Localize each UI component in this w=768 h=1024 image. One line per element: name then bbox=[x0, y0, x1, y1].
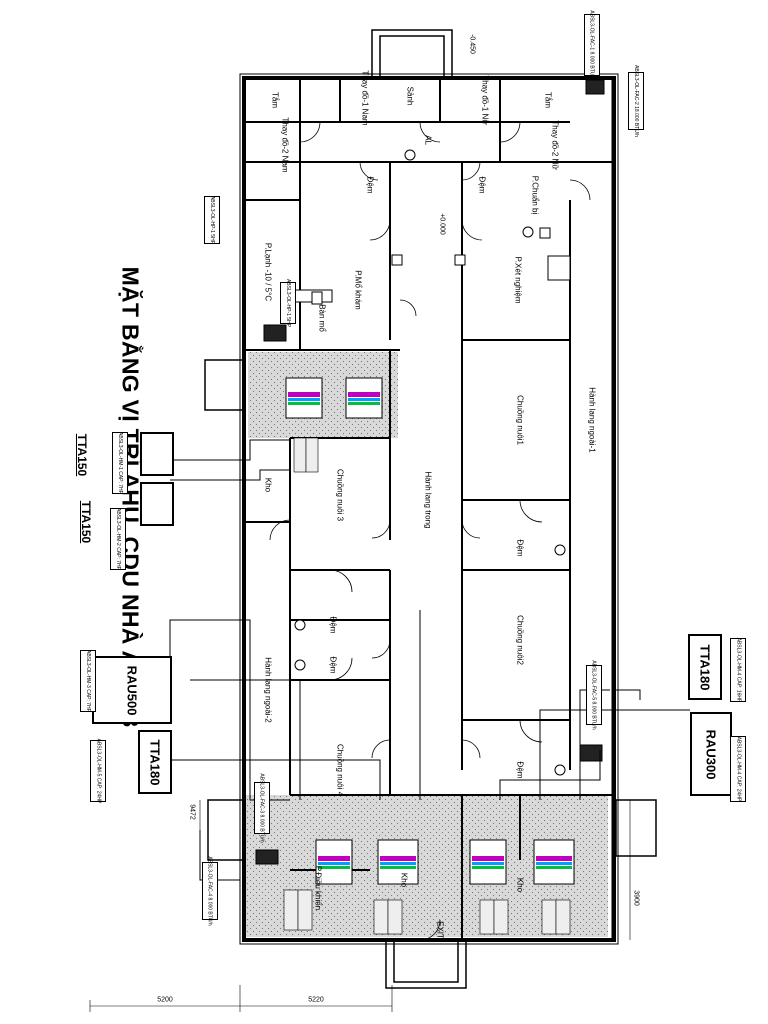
room-label-dem-4: Đệm bbox=[328, 616, 338, 634]
ahu-unit bbox=[377, 839, 419, 885]
equipment-tag: ABSL3-OL-HP-1 5HP bbox=[280, 279, 296, 327]
room-label-kho-3: Kho bbox=[515, 877, 525, 893]
fixtures bbox=[255, 79, 605, 865]
room-label-kho-2: Kho bbox=[399, 872, 409, 888]
tta180-left-label: TTA180 bbox=[147, 739, 163, 785]
room-label-chuong-nuoi-1: Chuồng nuôi1 bbox=[515, 395, 525, 445]
room-label-dem-6: Đệm bbox=[515, 761, 525, 779]
equipment-label-tta150-a: TTA150 bbox=[75, 433, 89, 477]
ahu-unit bbox=[533, 839, 575, 885]
equipment-tag: ABSL3-OL-FAC-1 8.000 BTU/h bbox=[584, 10, 600, 80]
dimension-label: 3900 bbox=[632, 890, 640, 906]
room-label-ban-mo: Bàn mổ bbox=[317, 304, 327, 332]
equipment-box-rau300: RAU300 bbox=[690, 712, 732, 796]
room-label-al: AL bbox=[423, 135, 433, 145]
rau300-label: RAU300 bbox=[703, 729, 719, 779]
room-label-thay-do-2-nu: Thay đồ-2 Nữ bbox=[550, 120, 560, 170]
room-label-tam-2: Tắm bbox=[543, 92, 553, 108]
room-label-thay-do-2-nam: Thay đồ-2 Nam bbox=[280, 117, 290, 173]
equipment-tag: ABSL3-OL-FAC-4 8.000 BTU/h bbox=[202, 856, 218, 926]
room-label-exit: EXIT bbox=[435, 921, 445, 939]
room-label-hanh-lang-ngoai-2: Hành lang ngoài-2 bbox=[263, 657, 273, 723]
ahu-unit bbox=[469, 839, 507, 885]
equipment-box-tta150-a bbox=[140, 432, 174, 476]
equipment-tag: ABSL3-OL-HM-2 CAP: 7HP bbox=[110, 508, 126, 570]
room-label-hanh-lang-ngoai-1: Hành lang ngoài-1 bbox=[587, 387, 597, 453]
level-marker: -0.450 bbox=[468, 34, 476, 54]
equipment-box-rau500: RAU500 bbox=[92, 656, 172, 724]
room-label-thay-do-1-nam: Thay đồ-1 Nam bbox=[360, 70, 370, 126]
equipment-tag: ABSL3-OL-HM-5 CAP: 24HP bbox=[90, 739, 106, 803]
room-label-hanh-lang-trong: Hành lang trong bbox=[423, 471, 433, 529]
room-label-p-chuan-bi: P.Chuẩn bị bbox=[530, 175, 540, 215]
entry-vestibules bbox=[204, 29, 657, 989]
room-label-dem-3: Đệm bbox=[515, 539, 525, 557]
room-label-thay-do-1-nu: Thay đồ-1 Nữ bbox=[480, 75, 490, 125]
equipment-tag: ABSL3-OL-HM-3 CAP: 7HP bbox=[80, 650, 96, 712]
tta180-right-label: TTA180 bbox=[697, 644, 713, 690]
equipment-tag: ABSL3-OL-FAC-2 18.000 BTU/h bbox=[628, 65, 644, 137]
room-label-kho-1: Kho bbox=[263, 477, 273, 493]
equipment-box-tta180-left: TTA180 bbox=[138, 730, 172, 794]
dimension-label: 9472 bbox=[188, 804, 196, 820]
equipment-box-tta180-right: TTA180 bbox=[688, 634, 722, 700]
dimension-lines bbox=[89, 799, 631, 1012]
doors bbox=[269, 121, 591, 941]
rau500-label: RAU500 bbox=[124, 665, 140, 715]
room-label-sanh: Sảnh bbox=[405, 86, 415, 106]
dimension-label: 5220 bbox=[308, 996, 324, 1004]
equipment-tag: ABSL3-OL-FAC-5 8.000 BTU/h bbox=[586, 660, 602, 730]
room-label-chuong-nuoi-3: Chuồng nuôi 3 bbox=[335, 468, 345, 522]
equipment-tag: ABSL3-OL-FAC-3 8.000 BTU/h bbox=[254, 773, 270, 843]
equipment-label-tta150-b: TTA150 bbox=[79, 500, 93, 544]
ahu-unit bbox=[315, 839, 353, 885]
room-label-p-dieu-khien: P.Điều khiển bbox=[313, 865, 323, 911]
equipment-tag: ABSL3-OL-HM-4 CAP: 16HP bbox=[730, 638, 746, 702]
room-label-tam-1: Tắm bbox=[270, 92, 280, 108]
room-label-chuong-nuoi-2: Chuồng nuôi2 bbox=[515, 615, 525, 665]
equipment-tag: ABSL3-OL-HM-1 CAP: 7HP bbox=[112, 432, 128, 494]
room-label-p-mo-kham: P.Mổ khám bbox=[353, 270, 363, 310]
equipment-tag: ABSL3-OL-HP-1 5HP bbox=[204, 196, 220, 244]
room-label-dem-1: Đệm bbox=[365, 176, 375, 194]
equipment-tag: ABSL3-OL-HM-4 CAP: 24HP bbox=[730, 736, 746, 802]
equipment-box-tta150-b bbox=[140, 482, 174, 526]
dimension-label: 5200 bbox=[157, 996, 173, 1004]
ahu-unit bbox=[285, 377, 323, 419]
ahu-unit bbox=[345, 377, 383, 419]
room-label-chuong-nuoi-4: Chuồng nuôi 4 bbox=[335, 743, 345, 797]
room-label-dem-2: Đệm bbox=[477, 176, 487, 194]
room-label-dem-5: Đệm bbox=[328, 656, 338, 674]
room-label-p-lanh: P.Lạnh -10 / 5°C bbox=[263, 242, 273, 302]
level-marker: +0.000 bbox=[438, 213, 446, 235]
room-label-p-xet-nghiem: P.Xét nghiệm bbox=[513, 256, 523, 304]
ahu-units bbox=[283, 377, 575, 935]
